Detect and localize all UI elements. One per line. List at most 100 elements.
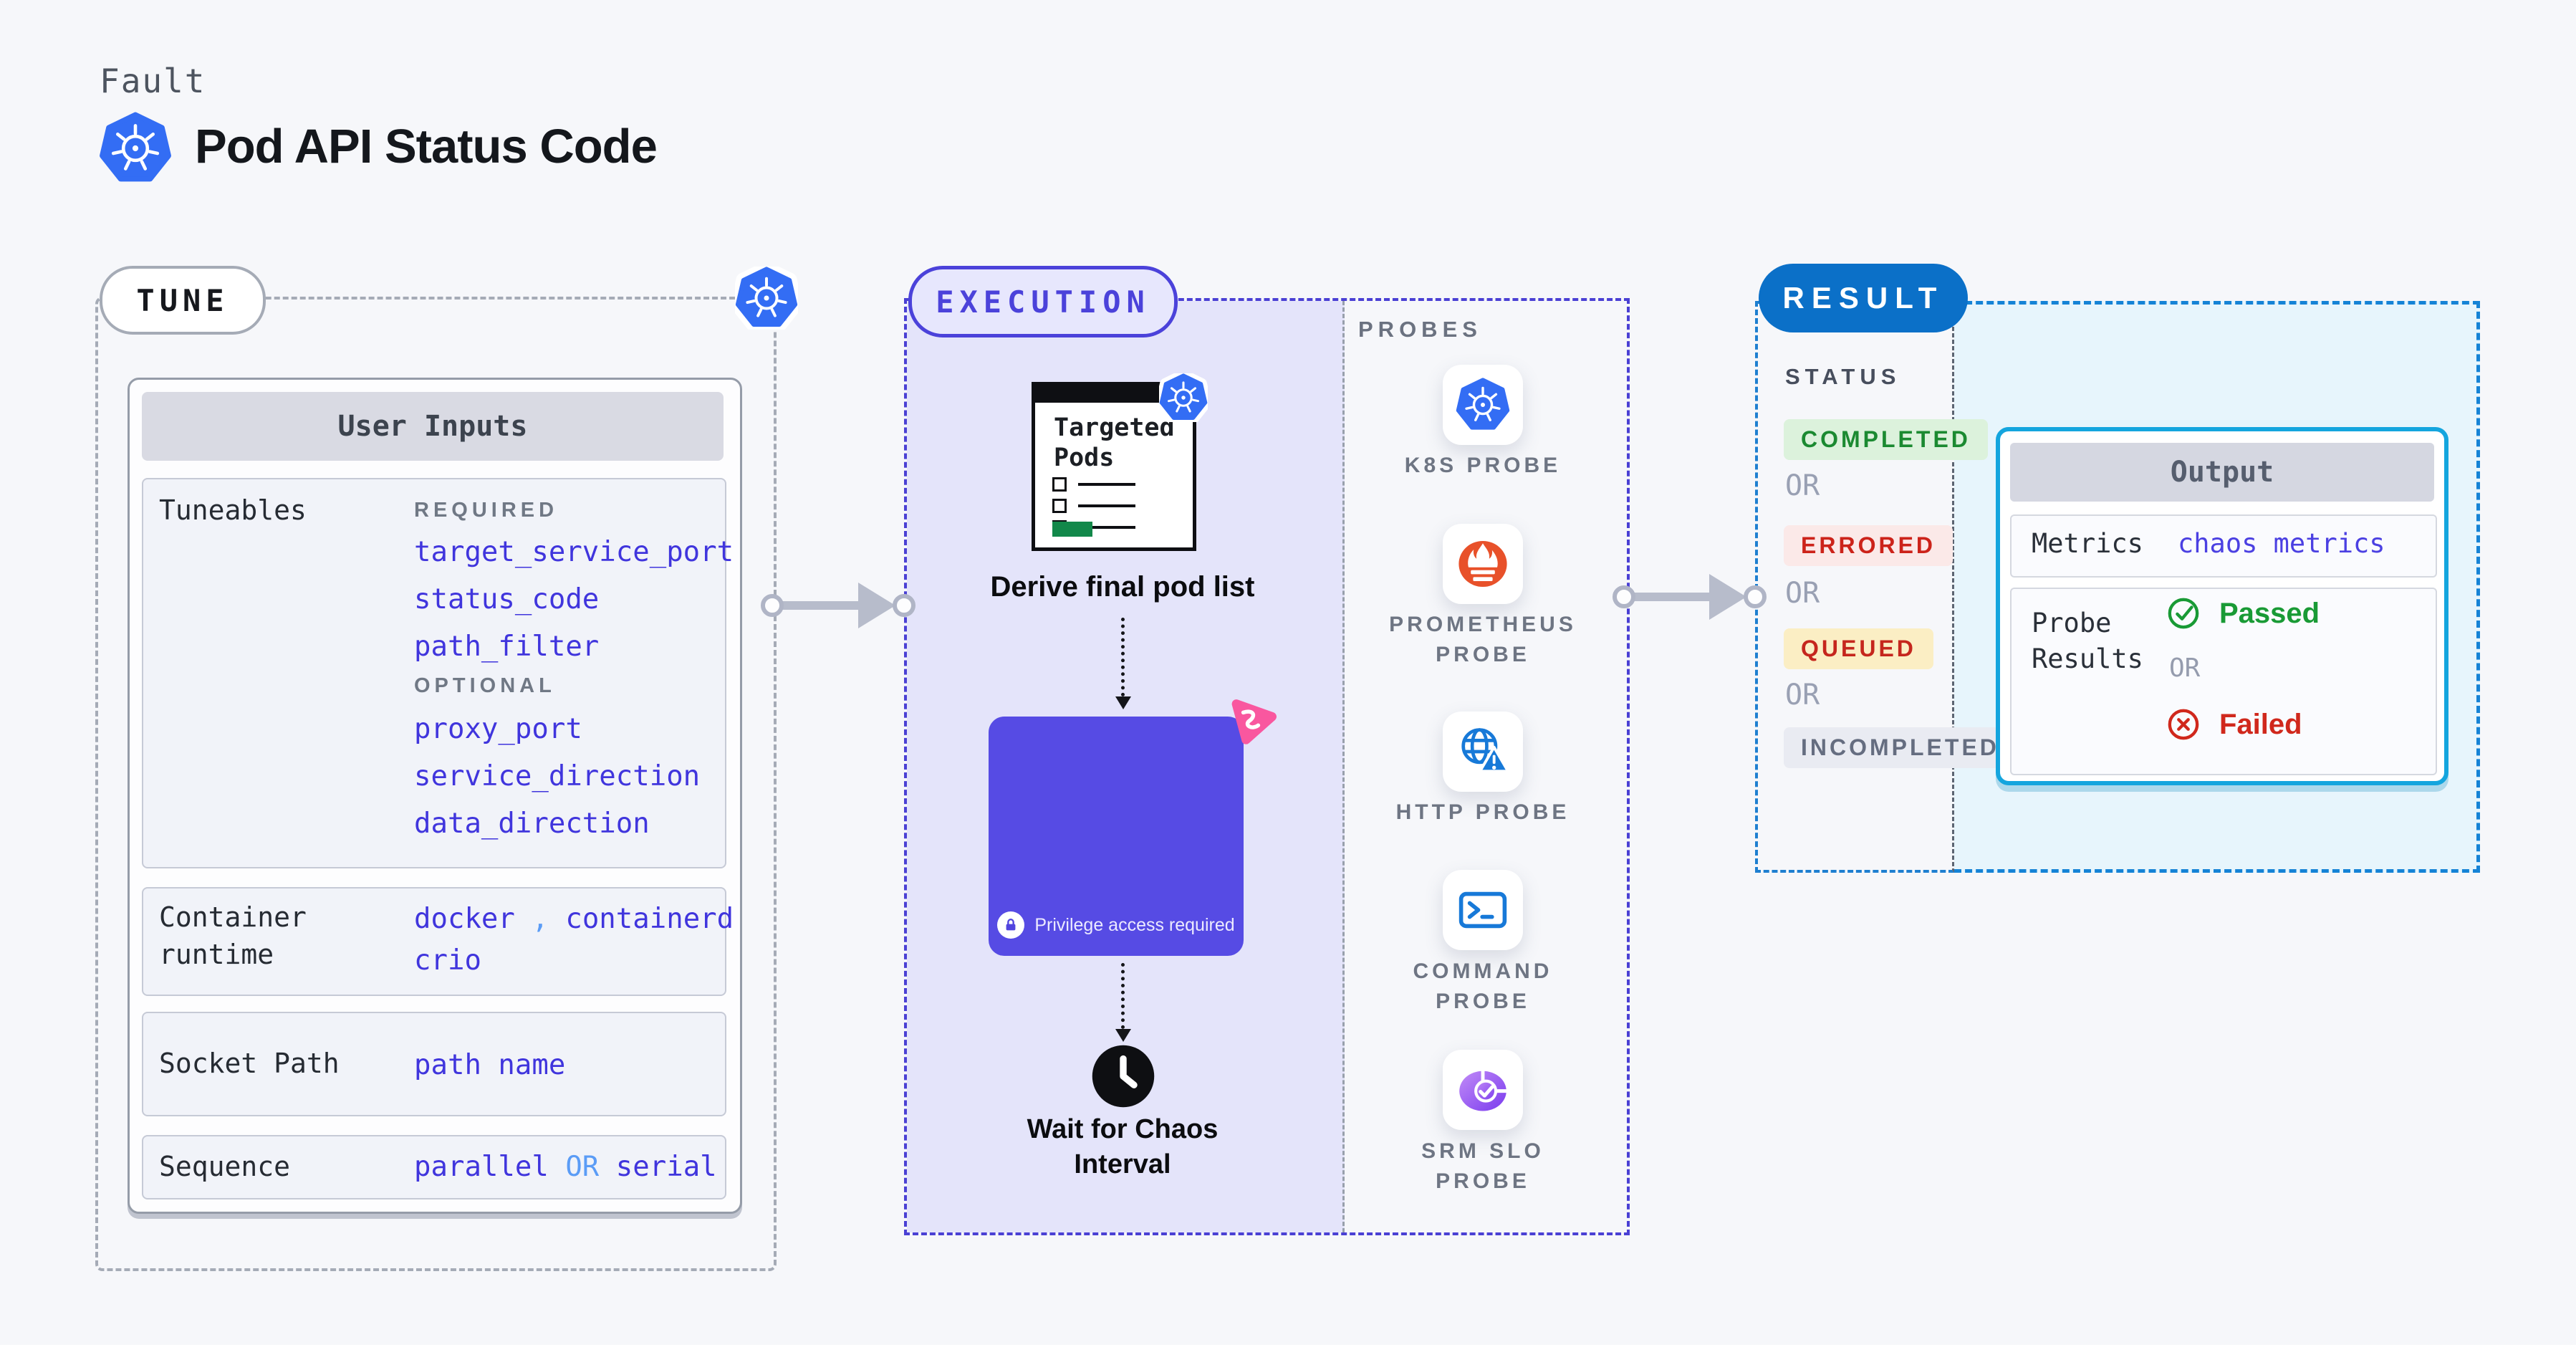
kubernetes-icon <box>1456 378 1510 432</box>
pod-list-item <box>1052 499 1135 513</box>
tuneable-optional[interactable]: service_direction <box>414 760 701 792</box>
container-runtime-row <box>142 887 726 996</box>
probe-results-row <box>2010 588 2437 775</box>
user-inputs-header: User Inputs <box>142 392 724 461</box>
metrics-value[interactable]: chaos metrics <box>2178 528 2385 559</box>
metrics-label: Metrics <box>2032 528 2143 559</box>
connector-dot <box>1744 585 1767 608</box>
sequence-serial[interactable]: serial <box>615 1151 717 1183</box>
bottom-strip <box>0 1345 2576 1365</box>
checkbox-icon <box>1052 499 1067 513</box>
flow-arrow-line <box>781 601 864 610</box>
probe-card-command[interactable] <box>1443 870 1523 950</box>
dotted-arrow-head <box>1115 1029 1131 1042</box>
status-badge-errored: ERRORED <box>1784 525 1953 566</box>
x-circle-icon <box>2167 708 2200 741</box>
passed-label: Passed <box>2219 598 2320 629</box>
runtime-containerd[interactable]: containerd <box>565 903 734 935</box>
flow-arrow-line <box>1633 593 1713 601</box>
socket-path-value[interactable]: path name <box>414 1049 566 1081</box>
pod-list-item <box>1052 477 1135 492</box>
dotted-arrow-line <box>1121 618 1125 696</box>
clock-icon <box>1090 1043 1157 1110</box>
tuneable-required[interactable]: status_code <box>414 583 600 616</box>
connector-dot <box>761 594 784 617</box>
progress-bar <box>1052 522 1092 537</box>
connector-dot <box>893 594 915 617</box>
sequence-label: Sequence <box>159 1151 291 1182</box>
probe-name: K8S PROBE <box>1404 454 1562 477</box>
tune-badge[interactable]: TUNE <box>100 266 266 335</box>
runtime-docker[interactable]: docker <box>414 903 515 935</box>
sequence-parallel[interactable]: parallel <box>414 1151 549 1183</box>
tuneable-optional[interactable]: proxy_port <box>414 713 582 745</box>
check-circle-icon <box>2167 597 2200 630</box>
result-badge[interactable]: RESULT <box>1759 264 1968 332</box>
probe-name: SRM SLO PROBE <box>1421 1139 1544 1193</box>
targeted-pods-title: Targeted Pods <box>1054 413 1175 472</box>
output-header: Output <box>2010 443 2434 502</box>
metrics-row <box>2010 514 2437 578</box>
chaos-callout <box>989 717 1244 956</box>
kubernetes-icon <box>99 112 172 185</box>
status-badge-queued: QUEUED <box>1784 628 1933 669</box>
kubernetes-icon <box>735 267 798 330</box>
or-separator: OR <box>2169 653 2201 683</box>
status-badge-incompleted: INCOMPLETED <box>1784 727 2017 768</box>
slo-pie-check-icon <box>1453 1060 1512 1119</box>
runtime-separator: , <box>532 903 549 935</box>
fault-kicker: Fault <box>100 62 206 100</box>
or-separator: OR <box>1785 577 1820 610</box>
probe-card-srm-slo[interactable] <box>1443 1050 1523 1130</box>
prometheus-icon <box>1454 535 1512 593</box>
sequence-or: OR <box>565 1151 600 1183</box>
connector-dot <box>1613 585 1635 608</box>
status-label: STATUS <box>1785 364 1901 389</box>
chaos-pink-icon <box>1221 689 1282 751</box>
probes-label: PROBES <box>1358 317 1482 342</box>
socket-path-label: Socket Path <box>159 1048 340 1079</box>
tuneable-required[interactable]: target_service_port <box>414 536 734 568</box>
probe-name: HTTP PROBE <box>1395 800 1570 824</box>
page-title: Pod API Status Code <box>195 120 658 173</box>
flow-arrow-head <box>858 583 895 628</box>
dotted-arrow-line <box>1121 963 1125 1029</box>
dotted-arrow-head <box>1115 696 1131 709</box>
tuneable-required[interactable]: path_filter <box>414 631 600 663</box>
privilege-note: Privilege access required <box>989 911 1244 939</box>
probe-card-k8s[interactable] <box>1443 365 1523 445</box>
probe-name: PROMETHEUS PROBE <box>1389 613 1577 666</box>
tuneables-row <box>142 478 726 868</box>
derive-caption: Derive final pod list <box>990 571 1255 603</box>
pod-line <box>1078 483 1135 486</box>
targeted-pods-figure: Targeted Pods <box>1032 382 1196 551</box>
container-runtime-label-2: runtime <box>159 939 274 970</box>
wait-caption: Wait for Chaos Interval <box>1027 1114 1219 1180</box>
flow-arrow-head <box>1709 574 1746 620</box>
kubernetes-icon <box>1159 373 1208 422</box>
lock-icon <box>997 911 1025 939</box>
or-separator: OR <box>1785 469 1820 502</box>
failed-label: Failed <box>2219 709 2302 740</box>
execution-badge[interactable]: EXECUTION <box>908 266 1178 337</box>
probe-results-label-2: Results <box>2032 643 2143 674</box>
socket-path-row <box>142 1012 726 1116</box>
pod-line <box>1078 504 1135 507</box>
pod-line <box>1078 526 1135 529</box>
optional-label: OPTIONAL <box>414 674 556 697</box>
or-separator: OR <box>1785 679 1820 712</box>
required-label: REQUIRED <box>414 499 559 522</box>
checkbox-icon <box>1052 477 1067 492</box>
tuneables-label: Tuneables <box>159 494 307 526</box>
status-badge-completed: COMPLETED <box>1784 419 1988 460</box>
probe-card-prometheus[interactable] <box>1443 524 1523 604</box>
tune-panel <box>95 297 777 1271</box>
tuneable-optional[interactable]: data_direction <box>414 808 650 840</box>
container-runtime-label-1: Container <box>159 901 307 933</box>
probe-card-http[interactable] <box>1443 712 1523 792</box>
sequence-row <box>142 1135 726 1199</box>
runtime-crio[interactable]: crio <box>414 944 481 977</box>
sequence-values: parallel OR serial <box>414 1151 717 1183</box>
terminal-icon <box>1454 881 1512 939</box>
